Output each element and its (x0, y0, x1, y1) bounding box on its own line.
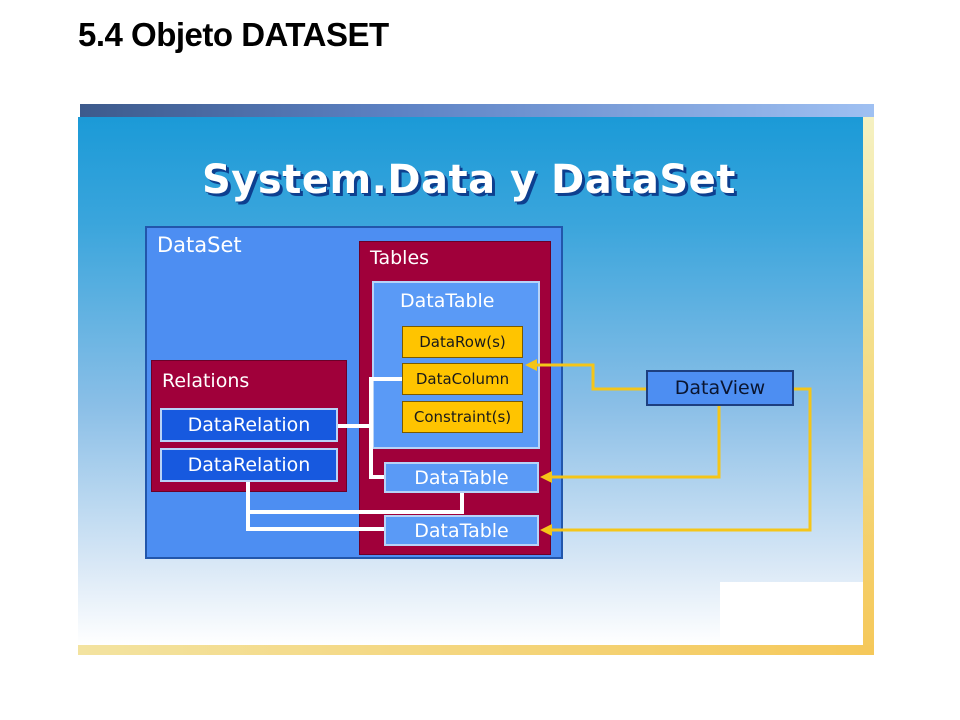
tables-label: Tables (370, 247, 430, 269)
relation-line-1-branch (369, 426, 384, 479)
dataset-label: DataSet (157, 233, 242, 257)
dataview-box: DataView (646, 370, 794, 406)
diagram-title: System.Data y DataSet (202, 157, 736, 203)
datarow-item: DataRow(s) (402, 326, 523, 358)
diagram-canvas: System.Data y DataSet DataSet Tables Rel… (78, 117, 863, 645)
arrowhead-datatable-2 (540, 471, 552, 483)
datacolumn-item: DataColumn (402, 363, 523, 395)
datatable-main-label: DataTable (400, 290, 495, 312)
constraint-item: Constraint(s) (402, 401, 523, 433)
relation-line-2 (246, 482, 384, 531)
datarelation-2: DataRelation (160, 448, 338, 482)
connector-lines (246, 359, 812, 536)
datatable-3: DataTable (384, 515, 539, 546)
top-accent-bar (80, 104, 874, 117)
datarelation-1: DataRelation (160, 408, 338, 442)
relation-line-2-branch (248, 493, 464, 514)
relation-line-1 (338, 377, 402, 428)
slide-title: 5.4 Objeto DATASET (78, 16, 389, 53)
datatable-2: DataTable (384, 462, 539, 493)
right-accent-border (863, 117, 874, 655)
bottom-accent-border (78, 645, 874, 655)
dataview-arrow-2 (550, 406, 721, 479)
arrowhead-datatable-3 (540, 524, 552, 536)
dataview-arrow-1 (535, 363, 646, 391)
dataview-arrow-3 (550, 387, 812, 532)
canvas-corner-highlight (720, 582, 863, 645)
arrowhead-datarow (525, 359, 537, 371)
relations-label: Relations (162, 370, 250, 392)
